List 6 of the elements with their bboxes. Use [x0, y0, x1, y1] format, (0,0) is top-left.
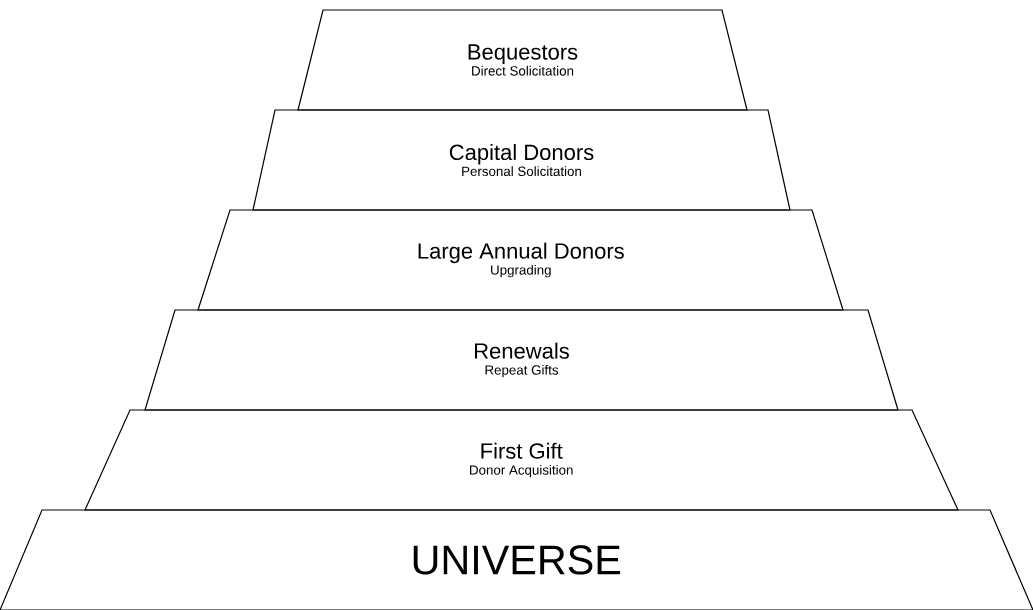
- pyramid-tier: First Gift Donor Acquisition: [84, 409, 959, 511]
- pyramid-tier: UNIVERSE: [0, 509, 1033, 610]
- pyramid-tier: Capital Donors Personal Solicitation: [252, 109, 791, 211]
- pyramid-tier: Bequestors Direct Solicitation: [297, 9, 748, 111]
- pyramid-tier: Large Annual Donors Upgrading: [197, 209, 844, 311]
- pyramid-tier: Renewals Repeat Gifts: [144, 309, 899, 411]
